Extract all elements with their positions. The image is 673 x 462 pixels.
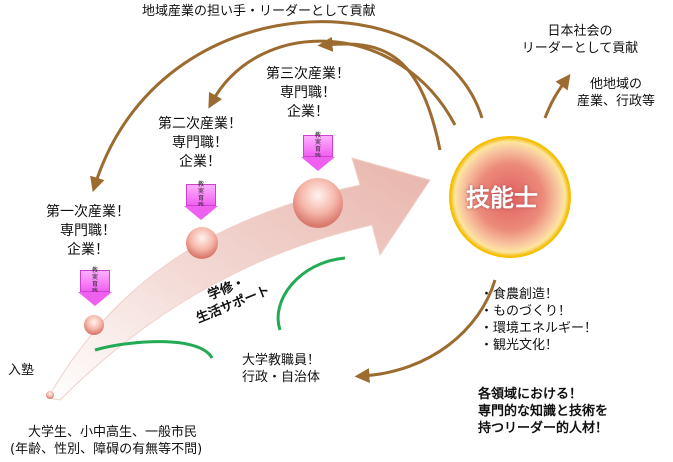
badge-primary-arrow (78, 292, 112, 306)
participants-line-2: (年齢、性別、障碍の有無等不問) (10, 442, 203, 457)
badge-secondary: 教実 育践 (186, 181, 216, 209)
stage-secondary-line-2: 専門職！ (172, 135, 228, 151)
support-curve-left (94, 340, 214, 359)
badge-tertiary: 教実 育践 (303, 132, 333, 160)
stage-tertiary-line-2: 専門職！ (280, 85, 336, 101)
stage-secondary-label: 第二次産業！ 専門職！ 企業！ (150, 115, 250, 172)
talent-line-3: 持つリーダー的人材！ (478, 421, 609, 436)
badge-primary: 教実 育践 (80, 267, 110, 295)
staff-line-1: 大学教職員！ (242, 353, 321, 368)
field-item: ・食農創造！ (480, 287, 559, 302)
fields-list: ・食農創造！ ・ものづくり！ ・環境エネルギー！ ・観光文化！ (480, 286, 597, 354)
talent-label: 各領域における！ 専門的な知識と技術を 持つリーダー的人材！ (478, 386, 608, 437)
talent-line-2: 専門的な知識と技術を (478, 404, 609, 419)
other-regions-label: 他地域の 産業、行政等 (566, 76, 666, 110)
japan-leader-label: 日本社会の リーダーとして貢献 (510, 23, 650, 57)
entry-label: 入塾 (8, 363, 35, 378)
japan-leader-line-1: 日本社会の (547, 24, 613, 39)
contribution-arrow-outer (90, 20, 484, 193)
staff-return-arrow (354, 279, 497, 384)
stage-circle-tertiary (293, 178, 343, 228)
participants-label: 大学生、小中高生、一般市民 (年齢、性別、障碍の有無等不問) (10, 424, 202, 458)
stage-tertiary-line-3: 企業！ (287, 104, 329, 120)
stage-primary-line-1: 第一次産業！ (46, 204, 130, 220)
stage-tertiary-line-1: 第三次産業！ (266, 66, 350, 82)
stage-circle-secondary (186, 227, 218, 259)
contribution-arrow-inner (317, 36, 442, 151)
other-regions-arrow (543, 73, 571, 119)
stage-primary-line-3: 企業！ (67, 242, 109, 258)
stage-secondary-line-1: 第二次産業！ (158, 116, 242, 132)
other-regions-line-2: 産業、行政等 (576, 94, 655, 109)
staff-line-2: 行政・自治体 (242, 370, 321, 385)
badge-secondary-arrow (184, 206, 218, 220)
stage-circle-primary (84, 315, 104, 335)
stage-primary-label: 第一次産業！ 専門職！ 企業！ (38, 203, 138, 260)
field-item: ・ものづくり！ (480, 304, 572, 319)
japan-leader-line-2: リーダーとして貢献 (521, 41, 639, 56)
badge-tertiary-arrow (301, 157, 335, 171)
support-curve-right (276, 256, 346, 331)
staff-label: 大学教職員！ 行政・自治体 (242, 352, 320, 386)
stage-secondary-line-3: 企業！ (179, 154, 221, 170)
talent-line-1: 各領域における！ (478, 387, 583, 402)
other-regions-line-1: 他地域の (589, 77, 642, 92)
entry-circle (46, 391, 54, 399)
ginou-sun (449, 136, 571, 258)
stage-primary-line-2: 専門職！ (60, 223, 116, 239)
top-label: 地域産業の担い手・リーダーとして貢献 (142, 4, 376, 19)
participants-line-1: 大学生、小中高生、一般市民 (28, 425, 198, 440)
field-item: ・環境エネルギー！ (480, 321, 598, 336)
field-item: ・観光文化！ (480, 338, 559, 353)
ginou-label: 技能士 (466, 183, 538, 212)
stage-tertiary-label: 第三次産業！ 専門職！ 企業！ (258, 65, 358, 122)
